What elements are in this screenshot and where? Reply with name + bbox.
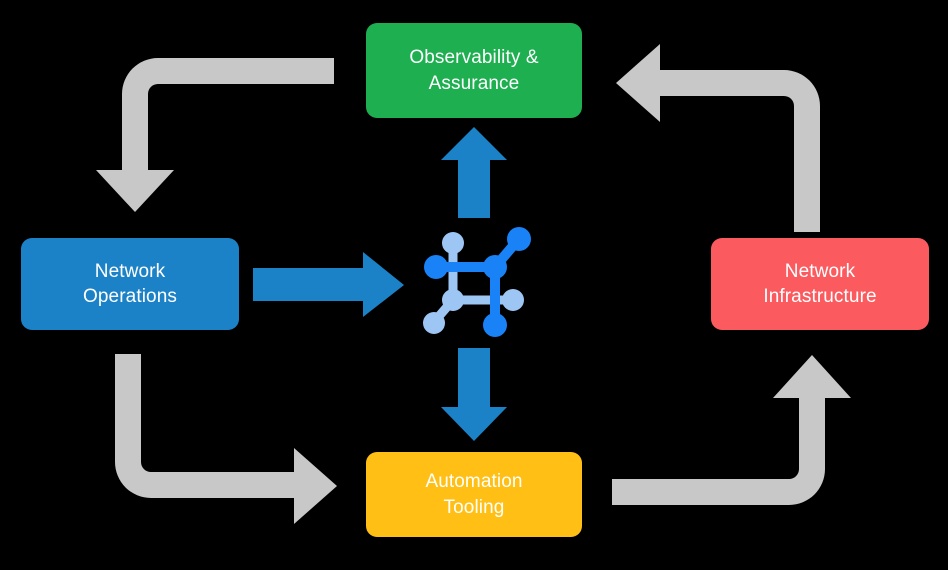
node-box-network-operations[interactable]: Network Operations: [21, 238, 239, 330]
connector-center-to-automation: [441, 348, 507, 441]
connector-center-to-observability: [441, 127, 507, 218]
node-box-automation-tooling[interactable]: Automation Tooling: [366, 452, 582, 537]
node-label-network-infrastructure: Network Infrastructure: [763, 260, 877, 307]
node-box-observability[interactable]: Observability & Assurance: [366, 23, 582, 118]
topology-nodes: [423, 227, 531, 337]
connector-operations-to-center: [253, 252, 404, 317]
connector-automation-to-infrastructure: [612, 355, 851, 505]
connector-operations-to-automation: [115, 354, 337, 524]
connector-infrastructure-to-observability: [616, 44, 820, 232]
topology-edges: [429, 235, 523, 330]
node-label-observability: Observability & Assurance: [409, 47, 539, 94]
connector-observability-to-operations: [96, 58, 334, 212]
node-box-network-infrastructure[interactable]: Network Infrastructure: [711, 238, 929, 330]
node-label-automation-tooling: Automation Tooling: [425, 471, 523, 518]
node-label-network-operations: Network Operations: [83, 260, 177, 307]
